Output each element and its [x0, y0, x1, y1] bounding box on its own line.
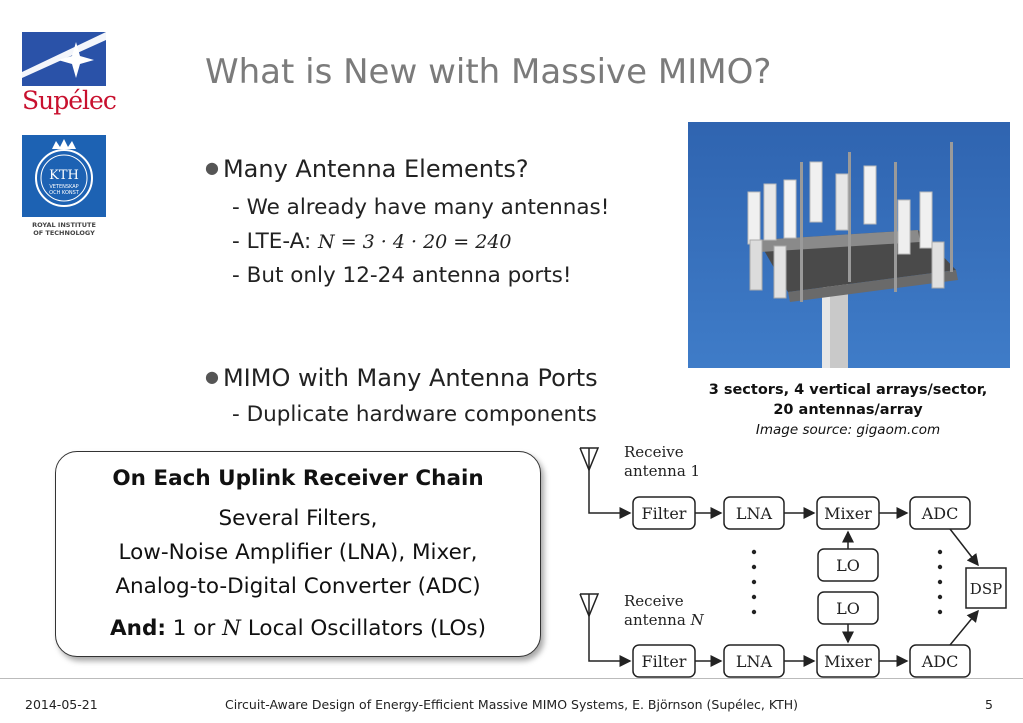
- antenna-n-label-text: antenna: [624, 611, 686, 629]
- adc-label-n: ADC: [921, 652, 959, 671]
- box-local-oscillators: Local Oscillators (LOs): [247, 616, 486, 641]
- lna-label-1: LNA: [736, 504, 773, 523]
- kth-caption-line-1: ROYAL INSTITUTE: [32, 221, 96, 229]
- kth-seal: KTH VETENSKAP OCH KONST: [22, 135, 106, 217]
- adc-block-n: [909, 644, 971, 678]
- bullet-1-sub-2: - LTE-A: N = 3 · 4 · 20 = 240: [232, 229, 512, 254]
- lte-equation: N = 3 · 4 · 20 = 240: [318, 231, 512, 253]
- bullet-2-sub-1: - Duplicate hardware components: [232, 402, 597, 427]
- mixer-label-1: Mixer: [824, 504, 872, 523]
- photo-caption-line-2: 20 antennas/array: [773, 402, 923, 418]
- supelec-logo: Supélec: [22, 32, 117, 115]
- footer-divider: [0, 678, 1023, 679]
- box-and-label: And:: [110, 616, 166, 641]
- bullet-1-sub-1: - We already have many antennas!: [232, 195, 610, 220]
- lo-label-2: LO: [836, 599, 860, 618]
- box-line-4: And: 1 or N Local Oscillators (LOs): [56, 616, 540, 641]
- kth-logo: KTH VETENSKAP OCH KONST ROYAL INSTITUTE …: [22, 135, 106, 243]
- kth-seal-text-3: OCH KONST: [49, 190, 80, 196]
- kth-seal-text-2: VETENSKAP: [49, 184, 78, 190]
- kth-caption-line-2: OF TECHNOLOGY: [33, 229, 95, 237]
- mixer-label-n: Mixer: [824, 652, 872, 671]
- ellipsis-dots-adc: [937, 549, 943, 615]
- image-source: Image source: gigaom.com: [755, 422, 941, 438]
- photo-caption-line-1: 3 sectors, 4 vertical arrays/sector,: [708, 382, 988, 398]
- dsp-block: [965, 567, 1007, 609]
- receiver-block-diagram: Receive antenna 1 Filter LNA Mixer ADC L…: [568, 440, 1018, 680]
- cell-tower-photo: [688, 122, 1010, 368]
- antenna-1-label-line-1: Receive: [624, 443, 684, 461]
- footer-date: 2014-05-21: [25, 697, 98, 712]
- bullet-1-text: Many Antenna Elements?: [222, 155, 529, 183]
- kth-caption: ROYAL INSTITUTE OF TECHNOLOGY: [22, 221, 106, 237]
- box-one-or: 1 or: [172, 616, 216, 641]
- lna-label-n: LNA: [736, 652, 773, 671]
- adc-label-1: ADC: [921, 504, 959, 523]
- antenna-n-var: N: [690, 611, 705, 629]
- adc-block-1: [909, 496, 971, 530]
- bullet-dot: ●: [205, 367, 219, 386]
- box-n-var: N: [222, 616, 241, 641]
- filter-label-1: Filter: [642, 504, 687, 523]
- slide-title: What is New with Massive MIMO?: [205, 52, 772, 92]
- supelec-wordmark: Supélec: [22, 86, 117, 115]
- footer-title: Circuit-Aware Design of Energy-Efficient…: [224, 697, 798, 712]
- lo-label-1: LO: [836, 556, 860, 575]
- box-line-2: Low-Noise Amplifier (LNA), Mixer,: [118, 540, 478, 565]
- antenna-1-icon: [579, 447, 632, 519]
- antenna-n-label-line-2: antenna N: [624, 611, 705, 629]
- box-line-1: Several Filters,: [218, 506, 378, 531]
- bullet-2-text: MIMO with Many Antenna Ports: [222, 364, 598, 392]
- box-line-3: Analog-to-Digital Converter (ADC): [115, 574, 481, 599]
- antenna-1-label-line-2: antenna 1: [624, 462, 700, 480]
- supelec-star-emblem: [22, 32, 106, 86]
- bullet-dot: ●: [205, 158, 219, 177]
- dsp-label: DSP: [970, 580, 1002, 598]
- photo-caption: 3 sectors, 4 vertical arrays/sector, 20 …: [672, 380, 1023, 440]
- antenna-n-label-line-1: Receive: [624, 592, 684, 610]
- ellipsis-dots-lna: [751, 549, 757, 615]
- filter-label-n: Filter: [642, 652, 687, 671]
- kth-seal-text: KTH: [49, 168, 79, 183]
- antenna-n-icon: [579, 593, 632, 667]
- box-heading: On Each Uplink Receiver Chain: [112, 466, 484, 491]
- bullet-1: ●Many Antenna Elements?: [205, 155, 529, 183]
- lte-label: - LTE-A:: [232, 229, 312, 254]
- page-number: 5: [985, 697, 993, 712]
- receiver-chain-box: On Each Uplink Receiver Chain Several Fi…: [55, 451, 541, 657]
- bullet-1-sub-3: - But only 12-24 antenna ports!: [232, 263, 572, 288]
- bullet-2: ●MIMO with Many Antenna Ports: [205, 364, 598, 392]
